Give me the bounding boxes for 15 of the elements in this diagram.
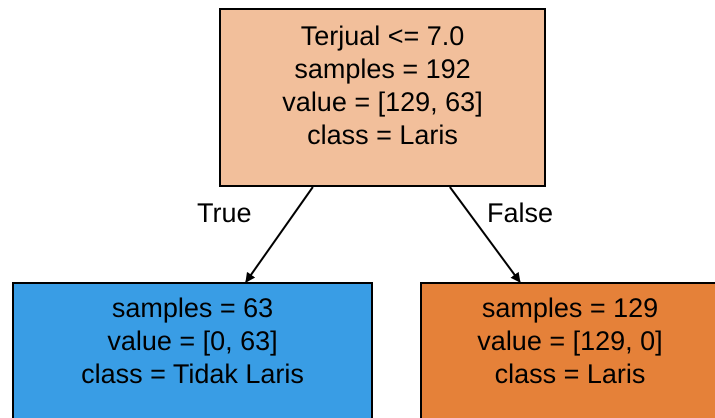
node-text: value = [129, 0] bbox=[477, 325, 663, 358]
node-text: class = Laris bbox=[307, 119, 458, 152]
node-text: class = Laris bbox=[494, 358, 646, 391]
node-text: samples = 63 bbox=[112, 292, 274, 325]
tree-node-box bbox=[420, 282, 715, 418]
node-text: value = [129, 63] bbox=[282, 86, 483, 119]
arrow bbox=[449, 186, 521, 283]
node-text: samples = 192 bbox=[294, 53, 471, 86]
node-text: samples = 129 bbox=[482, 292, 658, 325]
tree-node-box bbox=[12, 282, 373, 418]
tree-node-box bbox=[219, 8, 546, 187]
arrow bbox=[245, 186, 314, 283]
node-text: Terjual <= 7.0 bbox=[300, 20, 464, 53]
node-text: value = [0, 63] bbox=[107, 325, 278, 358]
node-text: class = Tidak Laris bbox=[81, 358, 304, 391]
